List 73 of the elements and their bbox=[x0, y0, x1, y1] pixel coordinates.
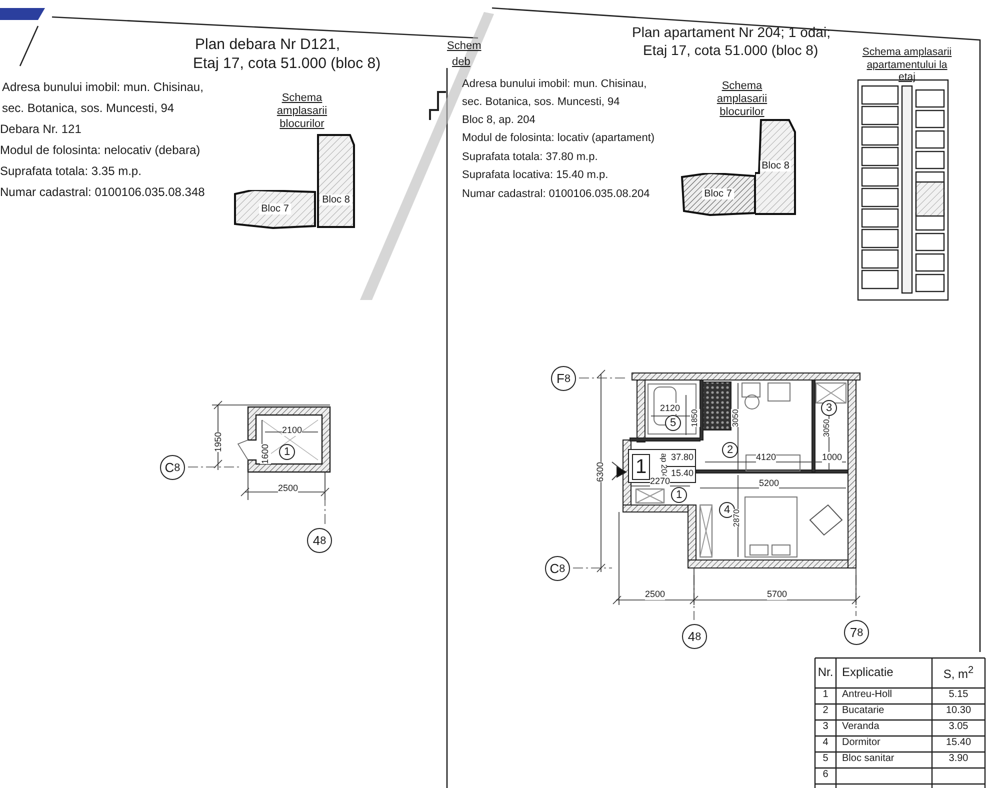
table-text: 10.30 bbox=[944, 705, 972, 717]
info-text: Suprafata totala: 3.35 m.p. bbox=[0, 164, 142, 178]
info-text: Modul de folosinta: locativ (apartament) bbox=[462, 132, 655, 146]
sheet-title: Etaj 17, cota 51.000 (bloc 8) bbox=[193, 55, 381, 73]
info-text: Suprafata locativa: 15.40 m.p. bbox=[462, 169, 608, 182]
unit-label-box bbox=[628, 449, 696, 483]
dimension-value: 2500 bbox=[645, 589, 666, 600]
dimension-value: 2100 bbox=[282, 425, 302, 436]
info-text: sec. Botanica, sos. Muncesti, 94 bbox=[462, 96, 620, 110]
room-number: 3 bbox=[821, 400, 837, 416]
info-text: Debara Nr. 121 bbox=[0, 122, 82, 136]
sheet-title: Etaj 17, cota 51.000 (bloc 8) bbox=[643, 42, 818, 59]
dimension-value: 2270 bbox=[650, 476, 670, 487]
building-outline bbox=[680, 173, 756, 215]
table-text: 1 bbox=[822, 689, 830, 701]
table-text: Antreu-Holl bbox=[842, 689, 892, 701]
table-text: 15.40 bbox=[944, 737, 972, 749]
dimension-value: 1950 bbox=[213, 432, 224, 452]
table-text: 2 bbox=[822, 705, 830, 717]
table-text: Bloc sanitar bbox=[842, 753, 894, 765]
table-text: Dormitor bbox=[842, 737, 880, 749]
info-text: Adresa bunului imobil: mun. Chisinau, bbox=[2, 80, 204, 94]
table-text: 5 bbox=[822, 753, 830, 765]
building-outline bbox=[316, 133, 356, 228]
dimension-value: 3050 bbox=[731, 409, 741, 427]
table-header: S, m$^{2}$ bbox=[942, 665, 975, 682]
area-value: 15.40 bbox=[671, 468, 694, 478]
table-text: 4 bbox=[822, 737, 830, 749]
scheme-heading: Schema amplasarii blocurilor bbox=[276, 92, 328, 132]
dimension-value: 2120 bbox=[660, 403, 680, 414]
info-text: Numar cadastral: 0100106.035.08.204 bbox=[462, 188, 650, 202]
dimension-value: 1600 bbox=[260, 444, 271, 464]
room-number: 2 bbox=[722, 442, 738, 458]
dimension-value: 4120 bbox=[756, 452, 776, 463]
info-text: Modul de folosinta: nelocativ (debara) bbox=[0, 143, 200, 158]
info-text: Adresa bunului imobil: mun. Chisinau, bbox=[462, 78, 647, 92]
dimension-value: 1000 bbox=[822, 452, 842, 463]
dimension-value: 2870 bbox=[732, 509, 742, 527]
scheme-heading: deb bbox=[452, 56, 470, 70]
info-text: Bloc 8, ap. 204 bbox=[462, 114, 536, 128]
dimension-value: 3050 bbox=[822, 419, 832, 437]
scheme-heading: Schema amplasarii blocurilor bbox=[716, 80, 768, 120]
block-label: Bloc 8 bbox=[760, 160, 792, 172]
room-count: 1 bbox=[632, 454, 650, 480]
room-number: 1 bbox=[671, 487, 687, 503]
dimension-value: 2500 bbox=[278, 483, 298, 494]
room-number: 5 bbox=[665, 415, 681, 431]
table-text: 3.90 bbox=[948, 753, 970, 765]
building-outline bbox=[233, 190, 317, 228]
table-text: Veranda bbox=[842, 721, 880, 733]
table-text: 5.15 bbox=[948, 689, 970, 701]
info-text: Numar cadastral: 0100106.035.08.348 bbox=[0, 185, 205, 200]
building-outline bbox=[755, 118, 796, 214]
dimension-value: 5700 bbox=[767, 589, 788, 600]
table-text: 3.05 bbox=[948, 721, 970, 733]
table-text: 3 bbox=[822, 721, 830, 733]
area-value: 37.80 bbox=[671, 452, 694, 462]
table-header: Nr. bbox=[817, 665, 834, 680]
info-text: sec. Botanica, sos. Muncesti, 94 bbox=[2, 101, 174, 116]
sheet-title: Plan debara Nr D121, bbox=[195, 36, 340, 54]
block-label: Bloc 8 bbox=[320, 194, 352, 205]
room-number: 1 bbox=[279, 444, 295, 460]
block-label: Bloc 7 bbox=[702, 188, 734, 200]
scheme-heading: Schem bbox=[447, 40, 482, 54]
dimension-value: 1850 bbox=[690, 409, 700, 427]
dimension-value: 5200 bbox=[759, 478, 780, 489]
dimension-value: 6300 bbox=[595, 462, 606, 482]
table-text: 6 bbox=[822, 769, 830, 781]
table-header: Explicatie bbox=[842, 665, 894, 680]
table-text: Bucatarie bbox=[842, 705, 884, 717]
info-text: Suprafata totala: 37.80 m.p. bbox=[462, 151, 598, 164]
block-label: Bloc 7 bbox=[259, 204, 291, 214]
room-number: 4 bbox=[719, 502, 735, 518]
